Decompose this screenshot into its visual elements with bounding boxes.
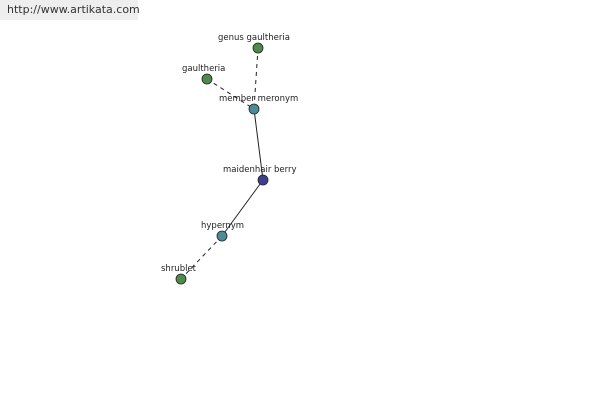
edge-genus-gaultheria-to-member-meronym (253, 47, 259, 110)
edge-maidenhair-berry-to-hypernym (221, 179, 264, 237)
node-shrublet[interactable]: shrublet (161, 264, 197, 285)
node-label-maidenhair-berry: maidenhair berry (223, 165, 297, 175)
node-gaultheria[interactable]: gaultheria (182, 64, 225, 85)
node-dot-gaultheria[interactable] (201, 73, 213, 85)
node-label-shrublet: shrublet (161, 264, 197, 274)
edges-layer (180, 47, 264, 280)
node-label-gaultheria: gaultheria (182, 64, 225, 74)
node-dot-genus-gaultheria[interactable] (252, 42, 264, 54)
node-genus-gaultheria[interactable]: genus gaultheria (218, 33, 290, 54)
node-dot-shrublet[interactable] (175, 273, 187, 285)
edge-gaultheria-to-member-meronym (206, 78, 255, 110)
node-hypernym[interactable]: hypernym (201, 221, 244, 242)
node-member-meronym[interactable]: member meronym (219, 94, 298, 115)
node-dot-member-meronym[interactable] (248, 103, 260, 115)
node-dot-hypernym[interactable] (216, 230, 228, 242)
watermark-link[interactable]: http://www.artikata.com (0, 0, 140, 20)
node-label-member-meronym: member meronym (219, 94, 298, 104)
edge-member-meronym-to-maidenhair-berry (253, 108, 264, 181)
node-label-genus-gaultheria: genus gaultheria (218, 33, 290, 43)
node-label-hypernym: hypernym (201, 221, 244, 231)
node-dot-maidenhair-berry[interactable] (257, 174, 269, 186)
edge-hypernym-to-shrublet (180, 235, 223, 280)
nodes-layer: genus gaultheria gaultheria member meronym… (161, 33, 298, 285)
node-maidenhair-berry[interactable]: maidenhair berry (223, 165, 297, 186)
